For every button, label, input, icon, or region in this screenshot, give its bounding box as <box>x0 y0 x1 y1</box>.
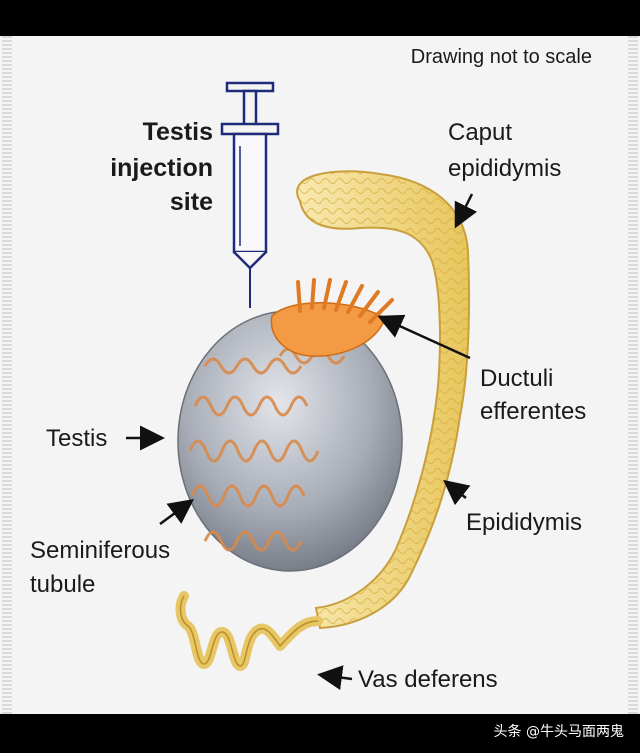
label-injection-site-line2: injection <box>110 154 213 182</box>
not-to-scale-note: Drawing not to scale <box>411 46 592 68</box>
right-border-pattern <box>628 36 638 714</box>
pointer-arrows <box>126 193 478 691</box>
diagram-frame: Drawing not to scale Testis injection si… <box>0 36 640 714</box>
label-vas-deferens: Vas deferens <box>358 666 498 693</box>
label-ductuli-line2: efferentes <box>480 398 586 425</box>
ductuli-efferentes-shape <box>270 278 394 357</box>
label-seminiferous-line1: Seminiferous <box>30 537 170 564</box>
label-injection-site-line1: Testis <box>143 118 213 146</box>
seminiferous-tubules <box>188 347 346 552</box>
label-ductuli-line1: Ductuli <box>480 365 553 392</box>
label-seminiferous-line2: tubule <box>30 571 95 598</box>
label-injection-site-line3: site <box>170 188 213 216</box>
label-caput-line1: Caput <box>448 119 512 146</box>
testis-anatomy-diagram: Drawing not to scale Testis injection si… <box>30 46 592 693</box>
left-border-pattern <box>2 36 12 714</box>
label-epididymis: Epididymis <box>466 509 582 536</box>
vas-deferens-shape <box>175 591 323 671</box>
label-testis: Testis <box>46 425 107 452</box>
syringe-icon <box>220 81 280 308</box>
label-caput-line2: epididymis <box>448 155 561 182</box>
watermark: 头条 @牛头马面两鬼 <box>493 724 624 740</box>
